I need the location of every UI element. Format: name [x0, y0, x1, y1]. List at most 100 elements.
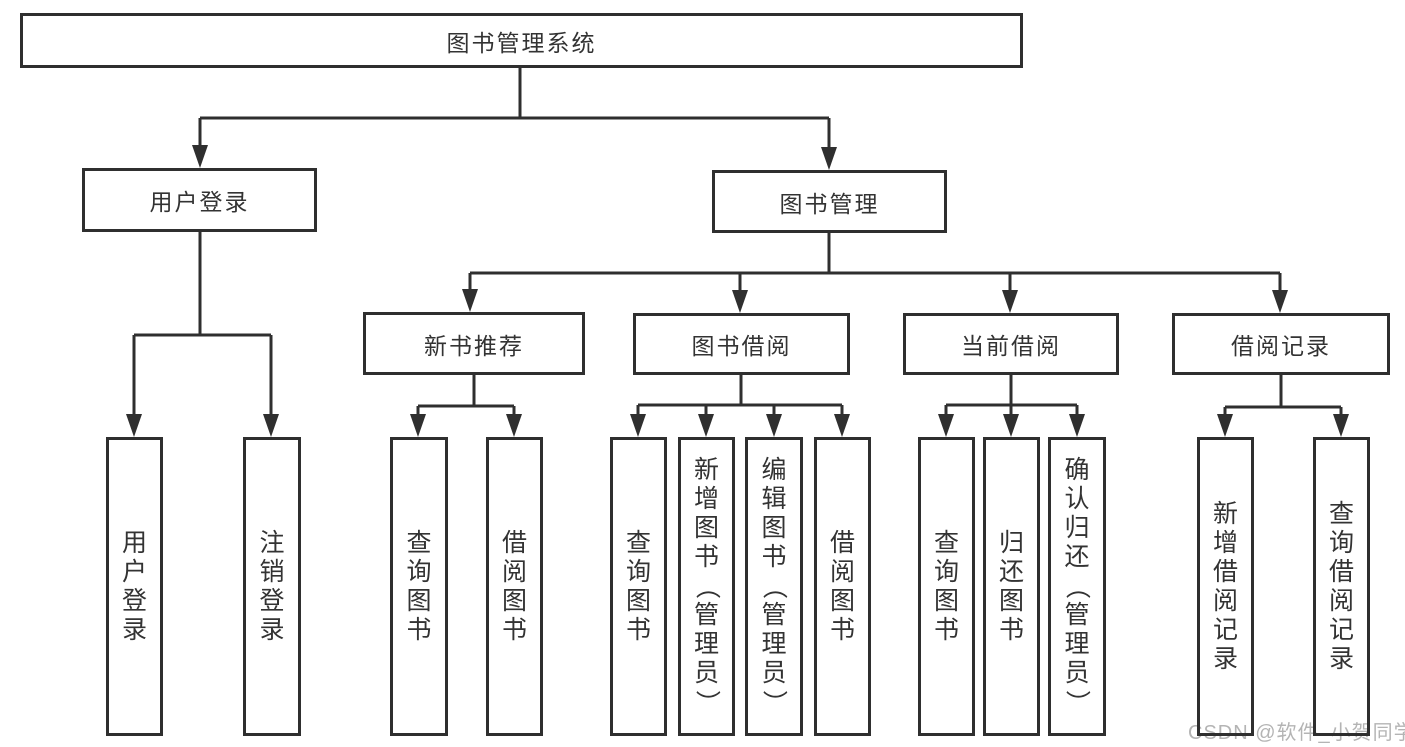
vertical-char: 查: [406, 528, 432, 557]
leaf-query-book-under-borrow: 查询图书: [610, 437, 667, 736]
vertical-char: （: [692, 573, 721, 600]
vertical-char: 询: [625, 557, 651, 586]
vertical-char: 书: [693, 543, 719, 571]
node-book-management: 图书管理: [712, 170, 947, 233]
vertical-char: 图: [761, 514, 787, 542]
vertical-char: 户: [121, 557, 147, 586]
vertical-char: 借: [829, 528, 855, 557]
vertical-char: 借: [1212, 557, 1238, 586]
vertical-char: 书: [998, 615, 1024, 644]
leaf-query-book-under-current-label: 查询图书: [933, 528, 959, 644]
vertical-char: 书: [406, 615, 432, 644]
vertical-char: 认: [1064, 485, 1090, 513]
vertical-char: 员: [693, 659, 719, 687]
vertical-char: 注: [259, 528, 285, 557]
leaf-query-book-under-recommend-label: 查询图书: [406, 528, 432, 644]
leaf-edit-book-admin-label: 编辑图书（管理员）: [760, 456, 789, 716]
node-book-management-label: 图书管理: [779, 190, 880, 217]
vertical-char: 图: [998, 586, 1024, 615]
vertical-char: 图: [625, 586, 651, 615]
vertical-char: 编: [761, 456, 787, 484]
vertical-char: 管: [693, 601, 719, 629]
node-new-book-recommend: 新书推荐: [363, 312, 585, 375]
leaf-add-borrow-record: 新增借阅记录: [1197, 437, 1254, 736]
vertical-char: ）: [1063, 689, 1092, 716]
vertical-char: 理: [761, 630, 787, 658]
vertical-char: 员: [1064, 659, 1090, 687]
vertical-char: 查: [933, 528, 959, 557]
leaf-query-borrow-record: 查询借阅记录: [1313, 437, 1370, 736]
leaf-confirm-return-admin: 确认归还（管理员）: [1048, 437, 1106, 736]
vertical-char: 询: [933, 557, 959, 586]
leaf-borrow-book-under-borrow-label: 借阅图书: [829, 528, 855, 644]
vertical-char: 归: [998, 528, 1024, 557]
vertical-char: 员: [761, 659, 787, 687]
vertical-char: 阅: [1328, 586, 1354, 615]
vertical-char: 查: [1328, 499, 1354, 528]
vertical-char: 确: [1064, 456, 1090, 484]
edges-book-management-to-level3: [462, 233, 1288, 313]
node-root-label: 图书管理系统: [446, 29, 597, 56]
vertical-char: 书: [625, 615, 651, 644]
vertical-char: 图: [693, 514, 719, 542]
edges-book-borrow-to-leaves: [630, 375, 850, 437]
leaf-user-login: 用户登录: [106, 437, 163, 736]
edges-root-to-level2: [192, 68, 837, 170]
leaf-logout-label: 注销登录: [259, 528, 285, 644]
leaf-borrow-book-under-recommend: 借阅图书: [486, 437, 543, 736]
vertical-char: ）: [760, 689, 789, 716]
vertical-char: 阅: [829, 557, 855, 586]
vertical-char: ）: [692, 689, 721, 716]
vertical-char: 询: [1328, 528, 1354, 557]
vertical-char: 录: [259, 615, 285, 644]
vertical-char: 阅: [1212, 586, 1238, 615]
vertical-char: 图: [933, 586, 959, 615]
node-current-borrow: 当前借阅: [903, 313, 1119, 375]
leaf-query-borrow-record-label: 查询借阅记录: [1328, 499, 1354, 672]
vertical-char: 书: [933, 615, 959, 644]
vertical-char: 图: [501, 586, 527, 615]
leaf-add-borrow-record-label: 新增借阅记录: [1212, 499, 1238, 673]
vertical-char: 新: [693, 456, 719, 484]
vertical-char: （: [1063, 573, 1092, 600]
vertical-char: 询: [406, 557, 432, 586]
vertical-char: 录: [121, 615, 147, 644]
node-new-book-recommend-label: 新书推荐: [424, 332, 524, 359]
vertical-char: 理: [1064, 630, 1090, 658]
vertical-char: 管: [761, 601, 787, 629]
vertical-char: 销: [259, 557, 285, 586]
edges-user-login-to-leaves: [126, 232, 279, 437]
leaf-user-login-label: 用户登录: [121, 528, 147, 644]
vertical-char: 辑: [761, 485, 787, 513]
vertical-char: 书: [501, 615, 527, 644]
edges-current-borrow-to-leaves: [938, 375, 1085, 437]
vertical-char: 增: [693, 485, 719, 513]
vertical-char: 录: [1212, 644, 1238, 673]
csdn-watermark: CSDN @软件_小贺同学: [1188, 722, 1405, 744]
leaf-return-book-label: 归还图书: [998, 528, 1024, 644]
vertical-char: 书: [829, 615, 855, 644]
vertical-char: 还: [998, 557, 1024, 586]
leaf-query-book-under-recommend: 查询图书: [390, 437, 448, 736]
node-book-borrow-label: 图书借阅: [691, 333, 792, 359]
vertical-char: 阅: [501, 557, 527, 586]
node-user-login: 用户登录: [82, 168, 317, 232]
vertical-char: 归: [1064, 514, 1090, 542]
vertical-char: 用: [121, 528, 147, 557]
vertical-char: 增: [1212, 528, 1238, 557]
vertical-char: 登: [121, 586, 147, 615]
edges-borrow-records-to-leaves: [1217, 375, 1349, 437]
leaf-confirm-return-admin-label: 确认归还（管理员）: [1063, 456, 1092, 716]
node-borrow-records-label: 借阅记录: [1231, 333, 1331, 359]
node-root: 图书管理系统: [20, 13, 1023, 68]
vertical-char: 记: [1212, 615, 1238, 644]
vertical-char: 登: [259, 586, 285, 615]
leaf-add-book-admin: 新增图书（管理员）: [678, 437, 735, 736]
node-borrow-records: 借阅记录: [1172, 313, 1390, 375]
vertical-char: 新: [1212, 499, 1238, 528]
edges-new-book-to-leaves: [410, 375, 522, 437]
vertical-char: 查: [625, 528, 651, 557]
leaf-add-book-admin-label: 新增图书（管理员）: [692, 456, 721, 716]
